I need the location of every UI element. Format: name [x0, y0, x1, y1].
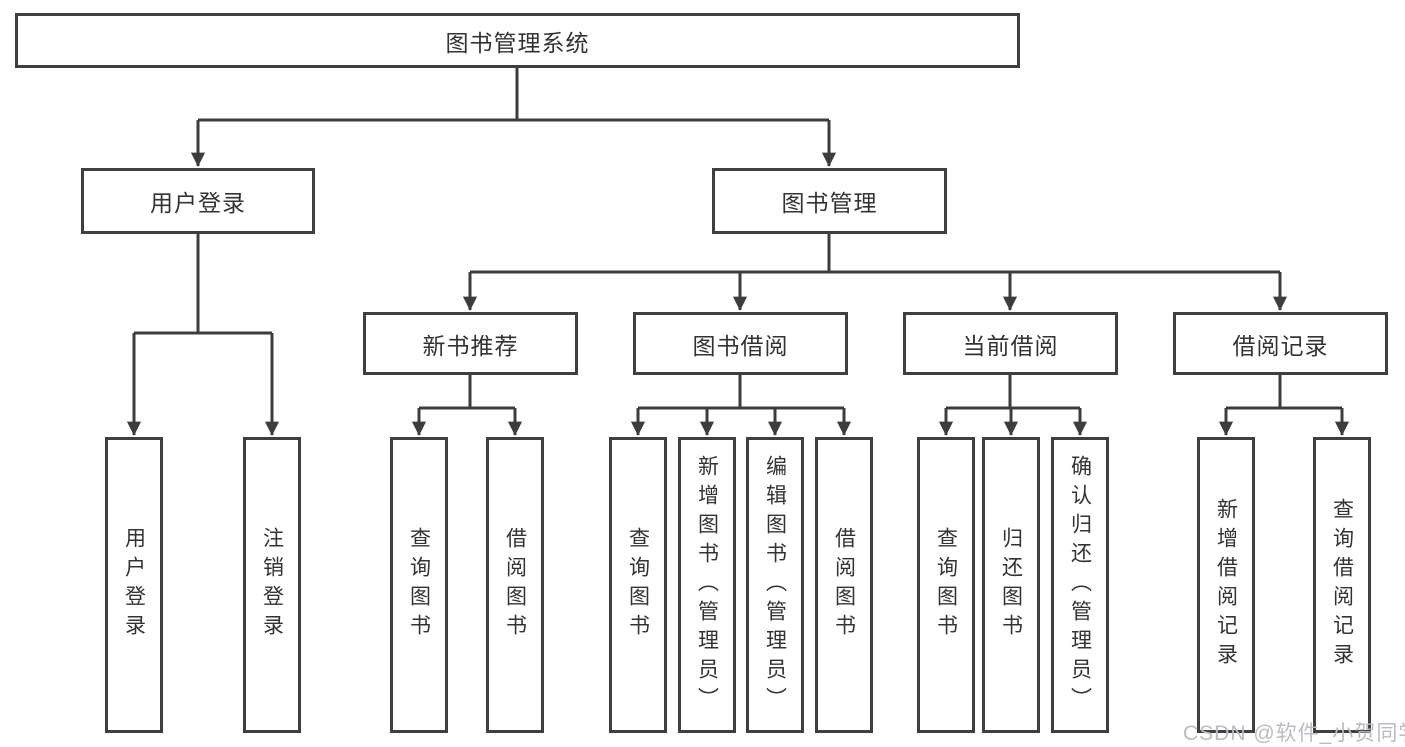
- leaf-add-book-admin-label: 新增图书（管理员）: [695, 454, 719, 716]
- node-leaf-return-books: 归还图书: [982, 437, 1040, 733]
- leaf-query-books-borrow-label: 查询图书: [626, 527, 650, 643]
- leaf-borrow-books-label: 借阅图书: [832, 527, 856, 643]
- node-leaf-query-books-current: 查询图书: [917, 437, 975, 733]
- leaf-query-books-current-label: 查询图书: [934, 527, 958, 643]
- leaf-return-books-label: 归还图书: [999, 527, 1023, 643]
- node-leaf-query-books-recommend: 查询图书: [390, 437, 448, 733]
- node-section-current-borrow: 当前借阅: [903, 312, 1118, 375]
- node-section-new-book-recommend: 新书推荐: [363, 312, 578, 375]
- node-section-borrow-records: 借阅记录: [1173, 312, 1388, 375]
- section-current-borrow-label: 当前借阅: [962, 332, 1059, 359]
- section-book-borrow-label: 图书借阅: [692, 332, 789, 359]
- node-branch-user-login: 用户登录: [81, 168, 315, 234]
- leaf-add-borrow-record-label: 新增借阅记录: [1214, 498, 1238, 672]
- node-leaf-edit-book-admin: 编辑图书（管理员）: [746, 437, 804, 733]
- node-leaf-query-books-borrow: 查询图书: [609, 437, 667, 733]
- node-leaf-confirm-return-admin: 确认归还（管理员）: [1051, 437, 1109, 733]
- csdn-watermark: CSDN @软件_小贺同学: [1183, 722, 1405, 745]
- branch-book-mgmt-label: 图书管理: [781, 190, 878, 216]
- section-borrow-records-label: 借阅记录: [1232, 332, 1329, 359]
- leaf-borrow-books-recommend-label: 借阅图书: [503, 527, 527, 643]
- node-root-label: 图书管理系统: [445, 29, 590, 56]
- node-section-book-borrow: 图书借阅: [633, 312, 848, 375]
- node-leaf-add-book-admin: 新增图书（管理员）: [678, 437, 736, 733]
- leaf-user-login-label: 用户登录: [122, 527, 146, 643]
- node-branch-book-mgmt: 图书管理: [712, 168, 947, 234]
- leaf-query-borrow-record-label: 查询借阅记录: [1330, 498, 1354, 672]
- node-leaf-user-login: 用户登录: [105, 437, 163, 733]
- branch-user-login-label: 用户登录: [150, 190, 246, 216]
- leaf-confirm-return-admin-label: 确认归还（管理员）: [1068, 454, 1092, 716]
- leaf-edit-book-admin-label: 编辑图书（管理员）: [763, 454, 787, 716]
- section-new-book-recommend-label: 新书推荐: [422, 332, 519, 359]
- node-leaf-query-borrow-record: 查询借阅记录: [1313, 437, 1371, 733]
- node-leaf-borrow-books: 借阅图书: [815, 437, 873, 733]
- node-leaf-logout: 注销登录: [243, 437, 301, 733]
- leaf-logout-label: 注销登录: [260, 527, 284, 643]
- node-leaf-add-borrow-record: 新增借阅记录: [1197, 437, 1255, 733]
- node-leaf-borrow-books-recommend: 借阅图书: [486, 437, 544, 733]
- node-root-system: 图书管理系统: [15, 13, 1020, 68]
- leaf-query-books-recommend-label: 查询图书: [407, 527, 431, 643]
